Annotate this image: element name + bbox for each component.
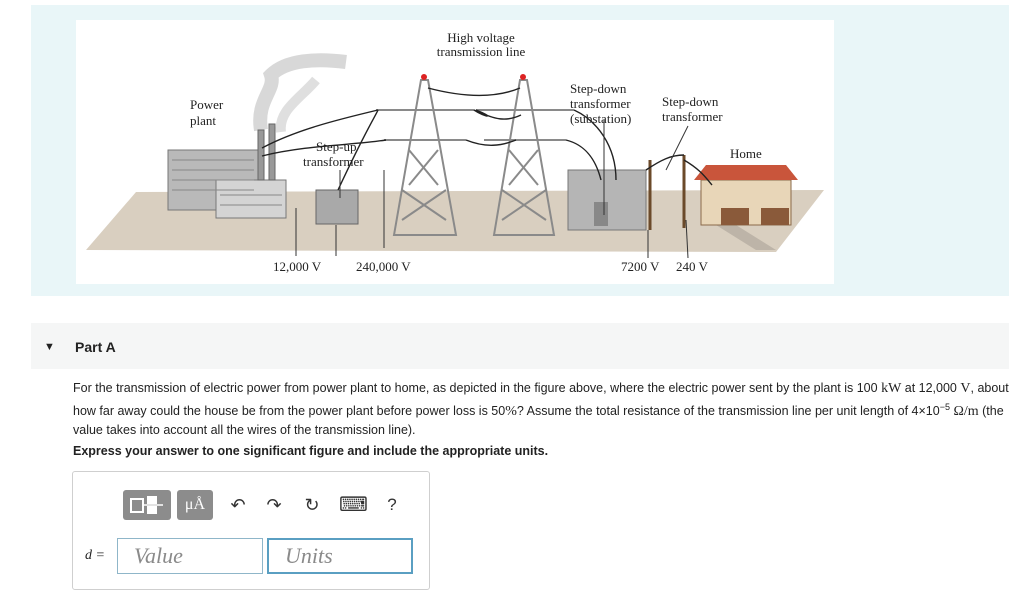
chimney bbox=[257, 129, 265, 181]
callout-lines bbox=[295, 120, 689, 259]
question-text: For the transmission of electric power f… bbox=[73, 381, 1009, 438]
label-high-voltage: High voltage bbox=[447, 30, 515, 45]
label-home: Home bbox=[730, 146, 762, 161]
svg-text:plant: plant bbox=[190, 113, 216, 128]
home-roof bbox=[694, 165, 798, 180]
label-step-down: transformer bbox=[662, 109, 723, 124]
answer-instruction: Express your answer to one significant f… bbox=[73, 444, 549, 458]
answer-box: μÅ ↶ ↷ ↻ ⌨ ? d = bbox=[72, 471, 430, 590]
garage-door bbox=[721, 208, 749, 225]
figure-panel: High voltage transmission line Power pla… bbox=[31, 5, 1009, 296]
svg-text:Step-down: Step-down bbox=[662, 94, 719, 109]
svg-text:240 V: 240 V bbox=[676, 259, 709, 274]
label-step-down-substation: transformer bbox=[570, 96, 631, 111]
templates-icon bbox=[130, 496, 163, 514]
smoke bbox=[275, 76, 320, 133]
label-voltage-7200: 7200 V bbox=[621, 259, 660, 274]
label-step-up: Step-up bbox=[316, 139, 356, 154]
svg-text:Power: Power bbox=[190, 97, 224, 112]
svg-text:240,000 V: 240,000 V bbox=[356, 259, 411, 274]
power-plant-building bbox=[215, 179, 287, 219]
figure-image: High voltage transmission line Power pla… bbox=[76, 20, 834, 284]
label-step-up: transformer bbox=[303, 154, 364, 169]
undo-icon[interactable]: ↶ bbox=[230, 495, 246, 515]
label-high-voltage: transmission line bbox=[437, 44, 526, 59]
svg-text:Home: Home bbox=[730, 146, 762, 161]
svg-text:transformer: transformer bbox=[303, 154, 364, 169]
svg-text:7200 V: 7200 V bbox=[621, 259, 660, 274]
label-power-plant: Power bbox=[190, 97, 224, 112]
tower-light bbox=[520, 74, 526, 80]
label-step-down-substation: Step-down bbox=[570, 81, 627, 96]
chimney bbox=[268, 123, 276, 181]
units-button[interactable]: μÅ bbox=[177, 490, 213, 520]
help-icon[interactable]: ? bbox=[387, 495, 397, 514]
tower-right bbox=[476, 79, 574, 236]
label-voltage-240000: 240,000 V bbox=[356, 259, 411, 274]
svg-text:12,000 V: 12,000 V bbox=[273, 259, 322, 274]
label-step-down: Step-down bbox=[662, 94, 719, 109]
road bbox=[716, 225, 776, 250]
smoke bbox=[253, 53, 347, 132]
tower-left bbox=[376, 79, 474, 236]
svg-text:transformer: transformer bbox=[570, 96, 631, 111]
label-voltage-12000: 12,000 V bbox=[273, 259, 322, 274]
keyboard-icon[interactable]: ⌨ bbox=[339, 494, 368, 516]
svg-text:transformer: transformer bbox=[662, 109, 723, 124]
units-input[interactable] bbox=[267, 538, 413, 574]
svg-text:Step-up: Step-up bbox=[316, 139, 356, 154]
part-a-header[interactable] bbox=[31, 323, 1009, 369]
transmission-wires bbox=[261, 87, 713, 191]
templates-button[interactable] bbox=[123, 490, 171, 520]
svg-text:Step-down: Step-down bbox=[570, 81, 627, 96]
svg-text:(substation): (substation) bbox=[570, 111, 631, 126]
power-grid-illustration: High voltage transmission line Power pla… bbox=[86, 30, 824, 274]
svg-text:High voltage: High voltage bbox=[447, 30, 515, 45]
label-power-plant: plant bbox=[190, 113, 216, 128]
collapse-toggle-icon[interactable]: ▼ bbox=[44, 341, 55, 353]
tower-light bbox=[421, 74, 427, 80]
step-up-transformer bbox=[315, 189, 359, 225]
redo-icon[interactable]: ↷ bbox=[266, 495, 282, 515]
label-step-down-substation: (substation) bbox=[570, 111, 631, 126]
garage-door bbox=[761, 208, 789, 225]
label-voltage-240: 240 V bbox=[676, 259, 709, 274]
svg-text:transmission line: transmission line bbox=[437, 44, 526, 59]
part-title: Part A bbox=[75, 339, 116, 355]
reset-icon[interactable]: ↻ bbox=[304, 495, 320, 515]
substation-transformer bbox=[594, 202, 608, 226]
value-input[interactable] bbox=[117, 538, 263, 574]
answer-variable-label: d = bbox=[85, 548, 105, 563]
